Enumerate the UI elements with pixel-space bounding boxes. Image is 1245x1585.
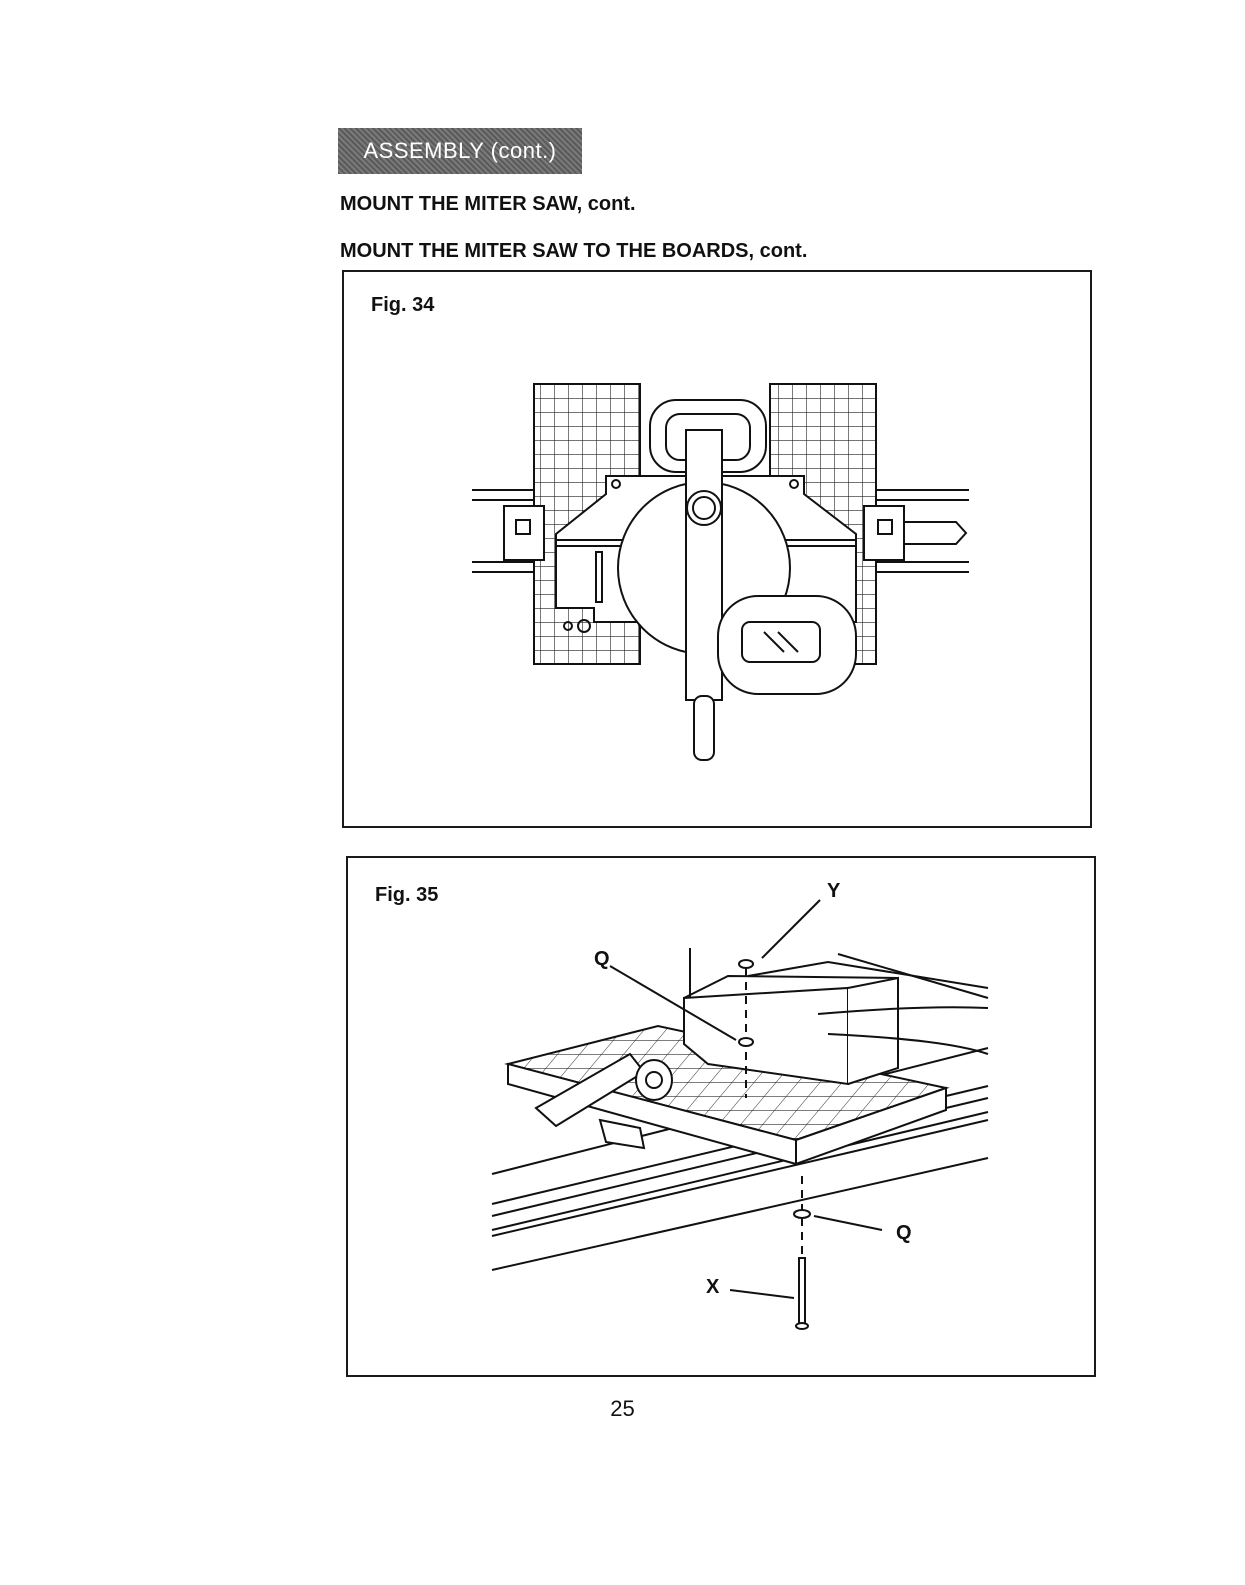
callout-q-top: Q bbox=[594, 948, 610, 971]
callout-q-bottom: Q bbox=[896, 1222, 912, 1245]
section-heading: MOUNT THE MITER SAW, cont. bbox=[340, 193, 636, 216]
page-number: 25 bbox=[0, 1396, 1245, 1422]
callout-x: X bbox=[706, 1276, 719, 1299]
callout-y: Y bbox=[827, 880, 840, 903]
subsection-heading: MOUNT THE MITER SAW TO THE BOARDS, cont. bbox=[340, 240, 807, 263]
figure-34: Fig. 34 bbox=[342, 270, 1092, 828]
miter-saw-bolt-assembly-illustration bbox=[348, 858, 1094, 1375]
figure-35: Fig. 35 bbox=[346, 856, 1096, 1377]
section-badge: ASSEMBLY (cont.) bbox=[338, 128, 582, 174]
miter-saw-top-view-illustration bbox=[344, 272, 1090, 826]
